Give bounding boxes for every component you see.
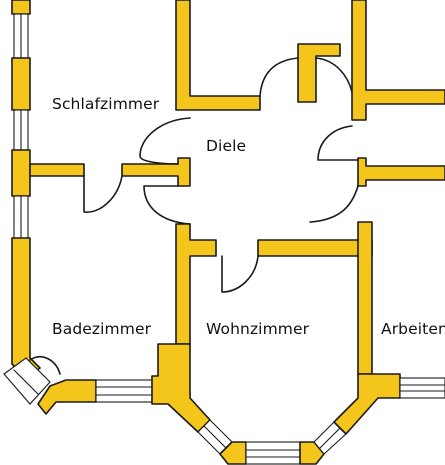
diele-niche-upper-right [317,125,359,161]
top-door-swing [315,57,353,93]
bottom-left-wall [95,379,153,403]
schlafzimmer-door-swing [83,175,123,213]
room-label-diele: Diele [206,137,246,155]
room-label-schlafzimmer: Schlafzimmer [52,95,160,113]
room-label-badezimmer: Badezimmer [52,320,152,338]
corner-bay-window [3,356,97,415]
diele-niche-lower-left [143,185,191,225]
top-center-partition [297,43,341,103]
diele-wohnzimmer-partition [175,221,373,375]
top-right-wall [351,0,445,121]
diele-niche-lower-right [309,185,359,223]
diele-niche-top [259,57,299,97]
wohnzimmer-door-swing [221,255,259,293]
right-mid-partition [357,157,445,187]
diele-niche-upper-left [139,117,191,165]
arbeiten-window [399,377,445,399]
wohnzimmer-bay [151,343,401,465]
room-label-arbeiten: Arbeiten [381,320,445,338]
upper-left-partition [29,0,261,187]
room-label-wohnzimmer: Wohnzimmer [206,320,310,338]
left-exterior-wall [11,0,41,379]
